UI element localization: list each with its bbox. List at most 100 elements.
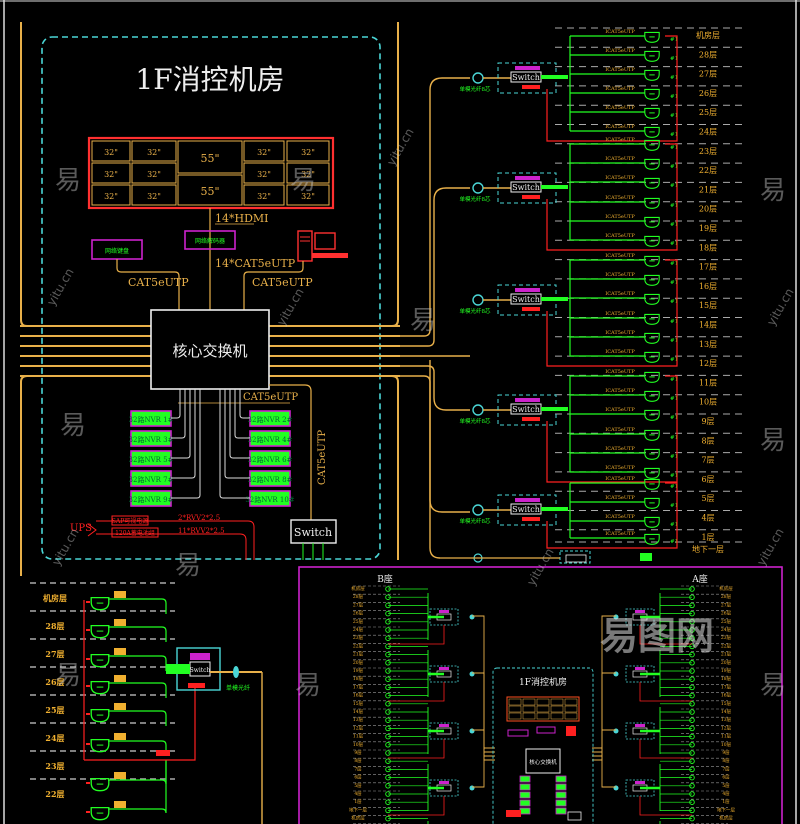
trunk-down-right xyxy=(391,375,399,560)
ups-tag xyxy=(522,195,540,199)
floor-label: 机房层 xyxy=(696,30,720,40)
floor-label: 25层 xyxy=(45,705,64,715)
camera-icon xyxy=(644,371,660,383)
camera-cable-label: ICAT5eUTP xyxy=(605,388,635,394)
camera-cable-label: ICAT5eUTP xyxy=(605,427,635,433)
floor-label: 8层 xyxy=(701,436,714,445)
trunk-down-left xyxy=(20,375,28,560)
floor-label: 10层 xyxy=(699,398,717,407)
camera-count: #1 xyxy=(670,241,678,247)
mini-room-title: 1F消控机房 xyxy=(519,676,567,688)
floor-label: 10层 xyxy=(353,742,364,748)
camera-icon xyxy=(644,158,660,170)
camera-icon xyxy=(644,177,660,189)
floor-switch-label: Switch xyxy=(512,505,540,514)
camera-icon xyxy=(644,197,660,209)
fiber-node-icon xyxy=(469,614,475,620)
ups-cable2: 11*RVV2*2.5 xyxy=(178,527,225,535)
floor-label: 20层 xyxy=(699,205,717,214)
floor-label: 9层 xyxy=(701,417,714,426)
core-switch-box[interactable] xyxy=(150,309,270,390)
control-room-title: 1F消控机房 xyxy=(135,63,284,96)
floor-label: 1层 xyxy=(354,799,362,805)
camera-cable-label: ICAT5eUTP xyxy=(605,29,635,35)
camera-count: #1 xyxy=(670,261,678,267)
floor-label: 10层 xyxy=(721,742,732,748)
monitor-32 xyxy=(286,184,330,206)
camera-cable-label: ICAT5eUTP xyxy=(605,195,635,201)
a-tower-label: A座 xyxy=(691,573,708,585)
camera-cable-label: ICAT5eUTP xyxy=(605,291,635,297)
floor-label: 地下一层 xyxy=(349,806,367,813)
floor-label: 5层 xyxy=(701,494,714,503)
camera-count: #1 xyxy=(670,415,678,421)
floor-label: 18层 xyxy=(699,243,717,252)
floor-label: 17层 xyxy=(721,684,732,690)
floor-switch-label: Switch xyxy=(190,667,211,674)
fiber-label: 单模光纤 xyxy=(226,684,250,692)
ups-power: UPS SAP可视电源 120A蓄电池组 2*RVV2*2.5 11*RVV2*… xyxy=(70,514,255,560)
camera-icon xyxy=(644,216,660,228)
camera-count: #1 xyxy=(670,145,678,151)
floor-label: 14层 xyxy=(721,709,732,715)
room-switch-label: Switch xyxy=(294,526,332,539)
floor-label: 7层 xyxy=(354,766,362,772)
camera-cable-tag xyxy=(114,772,126,779)
floor-label: 15层 xyxy=(353,701,364,707)
monitor-32-label: 32" xyxy=(104,148,118,157)
cat-bundle-label: 14*CAT5eUTP xyxy=(215,257,296,270)
floor-label: 9层 xyxy=(354,750,362,756)
floor-label: 14层 xyxy=(699,321,717,330)
power-loop xyxy=(546,35,678,142)
monitor-55-label: 55" xyxy=(200,152,219,165)
fiber-label: 单模光纤8芯 xyxy=(460,517,491,525)
floor-label: 25层 xyxy=(721,619,732,625)
floor-label: 18层 xyxy=(721,676,732,682)
camera-cable-label: ICAT5eUTP xyxy=(605,407,635,413)
camera-icon xyxy=(90,624,110,639)
camera-cable-tag xyxy=(114,703,126,710)
monitor-55 xyxy=(177,140,243,174)
camera-cable-label: ICAT5eUTP xyxy=(605,48,635,54)
camera-cable-label: ICAT5eUTP xyxy=(605,175,635,181)
decoder-box[interactable] xyxy=(184,230,236,250)
camera-icon xyxy=(644,69,660,81)
camera-icon xyxy=(644,429,660,441)
floor-label: 26层 xyxy=(699,89,717,98)
floor-label: 26层 xyxy=(353,611,364,617)
basement-switch-box[interactable] xyxy=(565,554,587,563)
camera-cable-label: ICAT5eUTP xyxy=(605,349,635,355)
video-wall: 32"32"32"32"32"32"32"32"32"32"32"32"55"5… xyxy=(87,136,335,210)
floor-switch-label: Switch xyxy=(512,295,540,304)
control-room-border xyxy=(41,36,381,560)
floor-label: 22层 xyxy=(721,643,732,649)
fiber-node-icon xyxy=(613,785,619,791)
fiber-node-icon xyxy=(472,404,484,416)
mini-core-switch[interactable] xyxy=(525,748,561,774)
trunk-cables xyxy=(20,77,470,560)
camera-cable-tag xyxy=(114,619,126,626)
floor-label: 机房层 xyxy=(351,585,365,592)
camera-count: #1 xyxy=(670,484,678,490)
camera-count: #1 xyxy=(670,539,678,545)
monitor-32-label: 32" xyxy=(147,192,161,201)
floor-label: 4层 xyxy=(722,791,730,797)
camera-icon xyxy=(644,107,660,119)
camera-count: #1 xyxy=(670,299,678,305)
floor-label: 13层 xyxy=(721,717,732,723)
floor-label: 6层 xyxy=(701,475,714,484)
camera-icon xyxy=(644,313,660,325)
mini-room-border xyxy=(492,667,594,824)
floor-switch-label: Switch xyxy=(512,405,540,414)
floor-label: 7层 xyxy=(701,456,714,465)
camera-icon xyxy=(644,516,660,528)
nvr-label: 32路NVR 10# xyxy=(245,495,294,504)
fiber-node-icon xyxy=(472,182,484,194)
camera-icon xyxy=(90,708,110,723)
nvr-label: 32路NVR 5# xyxy=(129,455,174,464)
monitor-55 xyxy=(177,174,243,206)
floor-switch-label: Switch xyxy=(512,73,540,82)
floor-label: 16层 xyxy=(353,693,364,699)
floor-switch-tag xyxy=(515,176,540,180)
floor-label: 22层 xyxy=(353,643,364,649)
